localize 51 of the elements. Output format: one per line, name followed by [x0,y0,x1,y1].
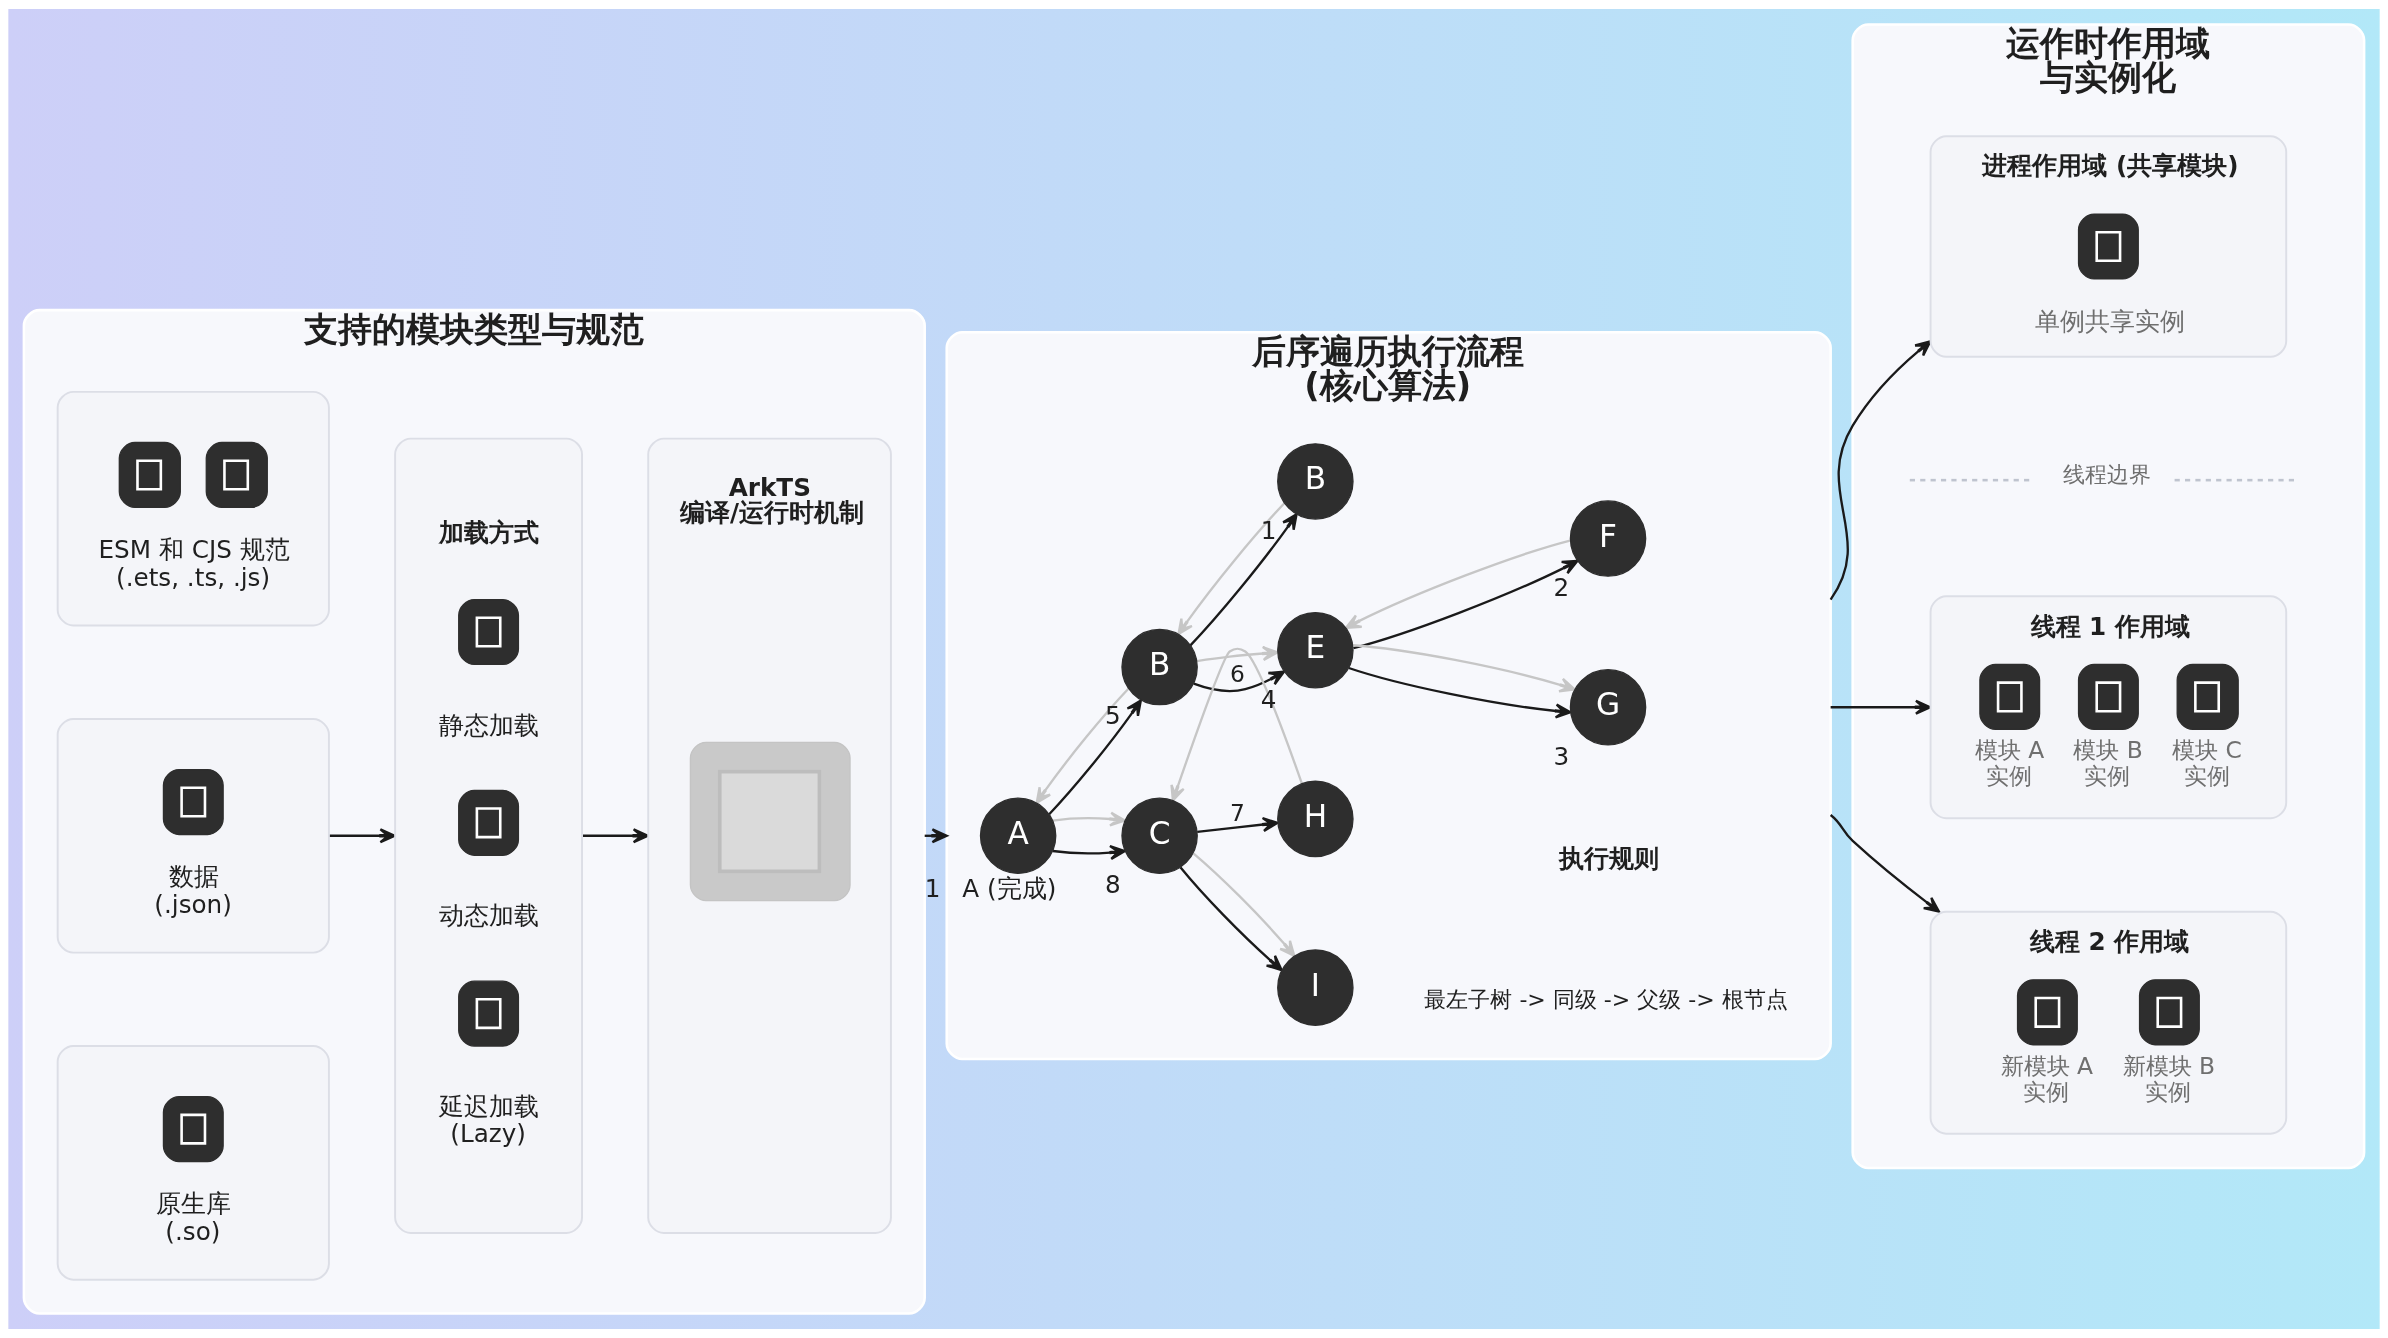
node-box: 进程作用域 (共享模块) 单例共享实例 [1929,135,2288,358]
node-box: 线程 1 作用域 模块 A 实例 模块 B 实例 模块 C 实例 [1929,595,2288,820]
edge-label: 6 [1230,659,1245,688]
node-box: 加载方式 静态加载 动态加载 延迟加载 (Lazy) [394,437,583,1234]
arrow [1052,844,1126,861]
arrow [1170,647,1303,802]
node-label: 4 [1260,684,1277,714]
node-circle: C [1121,797,1198,875]
node-label: 8 [1105,870,1121,900]
node-circle: F [1569,500,1647,577]
arrow [1196,645,1279,663]
node-label: A (完成) [962,874,1057,904]
arrow [1048,699,1142,816]
node-circle: B [1277,443,1354,520]
arrow [1344,539,1571,629]
node-box: ESM 和 CJS 规范 (.ets, .ts, .js) [56,390,330,627]
arrow [1353,559,1579,650]
node-box: ArkTS 编译/运行时机制 [647,437,892,1234]
arrow [1179,866,1283,972]
label: 线程边界 [2062,462,2151,488]
label: 最左子树 -> 同级 -> 父级 -> 根节点 [1424,987,1788,1013]
arrow [1189,513,1298,647]
arrow [1192,852,1296,957]
node-circle: H [1277,780,1354,858]
arrow [1829,814,1941,913]
arrow [1197,816,1279,833]
node-label: 5 [1105,701,1121,731]
node-circle: A [979,797,1057,875]
node-circle: B [1121,628,1198,706]
node-circle: E [1277,611,1354,689]
node-box: 数据 (.json) [56,718,330,954]
label: 执行规则 [1558,843,1659,873]
arrow [1035,687,1130,804]
arrow [1193,670,1286,693]
node-box: 原生库 (.so) [56,1045,330,1281]
arrow [1348,666,1572,719]
arrow [1829,340,1932,601]
node-label: 1 [1260,515,1277,545]
arrow [1830,699,1932,715]
arrow [1177,502,1285,636]
node-label: 2 [1553,572,1570,602]
node-box: 线程 2 作用域 新模块 A 实例 新模块 B 实例 [1929,910,2288,1135]
arrow [1352,644,1576,693]
arrow [328,828,396,844]
node-label: 1 [924,874,941,904]
edge-label: 7 [1230,798,1245,827]
node-circle: G [1569,669,1647,746]
node-label: 3 [1553,741,1570,771]
arrow [582,828,650,844]
node-circle: I [1277,949,1354,1026]
arrow [1052,811,1126,827]
